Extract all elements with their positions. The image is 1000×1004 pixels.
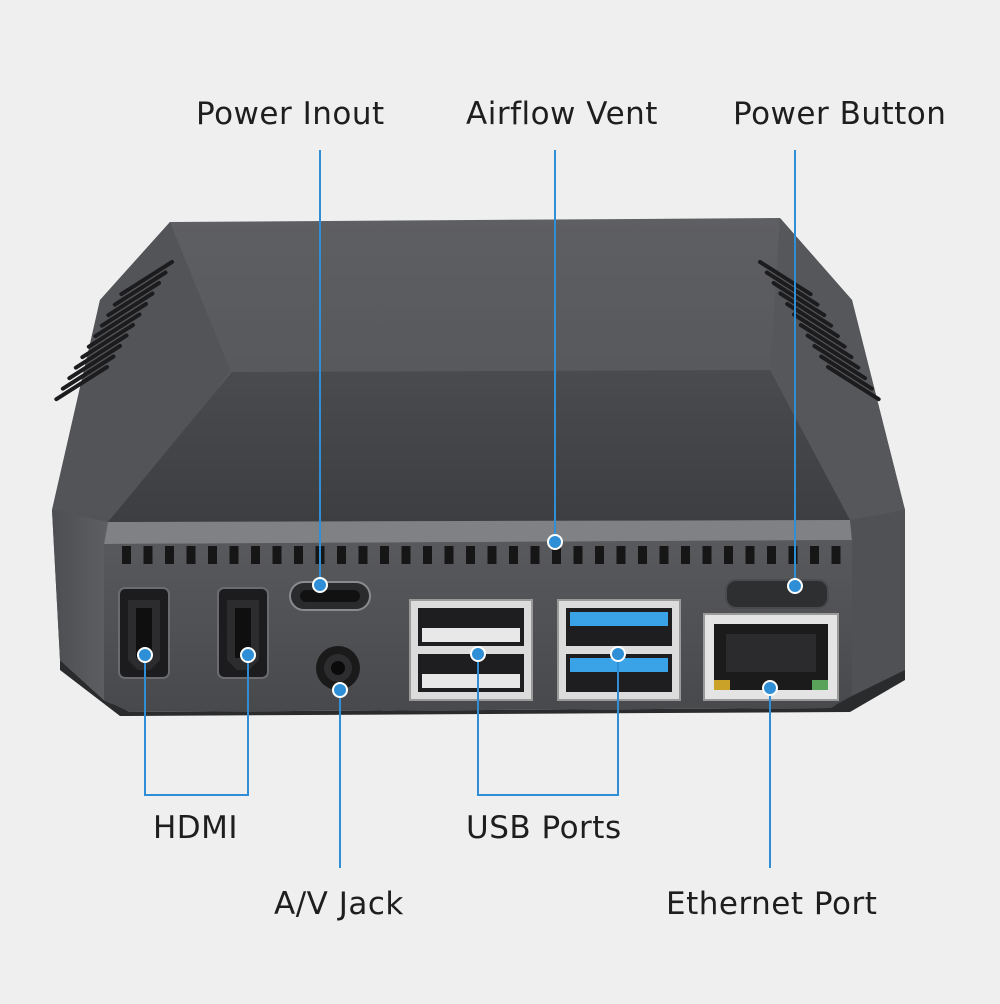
vent-slot [831, 546, 841, 564]
vent-slot [186, 546, 196, 564]
vent-slot [423, 546, 432, 564]
vent-slot [229, 546, 239, 564]
vent-slit [792, 312, 847, 349]
dot-hdmi-2 [240, 647, 256, 663]
case-right-bevel [850, 510, 905, 696]
vent-slot [444, 546, 454, 564]
label-av-jack: A/V Jack [274, 886, 404, 922]
leader-lines [144, 150, 796, 868]
vent-slot [143, 546, 153, 564]
vent-slot [530, 546, 540, 564]
right-side-vent [758, 260, 881, 402]
vent-slot [616, 546, 626, 564]
label-power-input: Power Inout [196, 96, 385, 132]
vent-slit [93, 302, 148, 339]
vent-slot [638, 546, 647, 564]
vent-slit [798, 323, 854, 360]
vent-slit [819, 354, 874, 391]
label-hdmi: HDMI [153, 810, 239, 846]
vent-slit [805, 333, 861, 370]
case-lid [108, 370, 850, 522]
vent-slot [745, 546, 755, 564]
leader-hdmi [144, 655, 249, 796]
dot-power-button [787, 578, 803, 594]
vent-slot [165, 546, 174, 564]
vent-slot [208, 546, 217, 564]
vent-slot [595, 546, 604, 564]
vent-slit [112, 270, 168, 307]
leader-usb [477, 655, 619, 796]
dot-usb-2 [470, 646, 486, 662]
label-ethernet-port: Ethernet Port [666, 886, 878, 922]
vent-slot [810, 546, 819, 564]
vent-slot [358, 546, 368, 564]
usb2-ports [409, 599, 533, 701]
usb-c-power-port [289, 581, 371, 611]
vent-slit [764, 270, 820, 307]
airflow-vent [122, 546, 841, 564]
dot-power-input [312, 577, 328, 593]
vent-slit [826, 365, 881, 402]
vent-slot [251, 546, 260, 564]
vent-slit [86, 312, 142, 349]
vent-slit [60, 354, 116, 391]
vent-slit [106, 281, 161, 318]
vent-slot [767, 546, 776, 564]
vent-slit [67, 344, 122, 381]
vent-slot [337, 546, 346, 564]
vent-slot [487, 546, 497, 564]
vent-slot [659, 546, 669, 564]
vent-slit [99, 291, 155, 328]
vent-slot [272, 546, 282, 564]
vent-slot [788, 546, 798, 564]
vent-slot [552, 546, 561, 564]
vent-slot [401, 546, 411, 564]
vent-slot [294, 546, 303, 564]
vent-slot [573, 546, 583, 564]
vent-slot [122, 546, 131, 564]
label-usb-ports: USB Ports [466, 810, 622, 846]
vent-slot [509, 546, 518, 564]
dot-usb-3 [610, 646, 626, 662]
label-power-button: Power Button [733, 96, 947, 132]
label-airflow-vent: Airflow Vent [466, 96, 658, 132]
vent-slit [778, 291, 834, 328]
case-lid-edge [104, 520, 852, 544]
vent-slit [771, 281, 827, 318]
hdmi-port-2 [217, 587, 269, 679]
vent-slot [466, 546, 475, 564]
vent-slot [724, 546, 733, 564]
vent-slit [758, 260, 813, 297]
case-base [60, 660, 905, 716]
vent-slit [812, 344, 868, 381]
vent-slot [702, 546, 712, 564]
dot-ethernet [762, 680, 778, 696]
dot-av-jack [332, 682, 348, 698]
leader-dots [137, 534, 803, 698]
hdmi-port-1 [118, 587, 170, 679]
vent-slot [681, 546, 690, 564]
vent-slit [119, 260, 174, 297]
case-left-bevel [52, 510, 108, 700]
vent-slit [80, 323, 135, 360]
left-side-vent [54, 260, 174, 402]
dot-airflow-vent [547, 534, 563, 550]
case-left-chamfer [52, 222, 230, 520]
av-jack-port [316, 646, 360, 690]
vent-slit [54, 365, 109, 402]
vent-slit [73, 333, 129, 370]
vent-slot [380, 546, 389, 564]
power-button [725, 579, 829, 609]
dot-hdmi-1 [137, 647, 153, 663]
